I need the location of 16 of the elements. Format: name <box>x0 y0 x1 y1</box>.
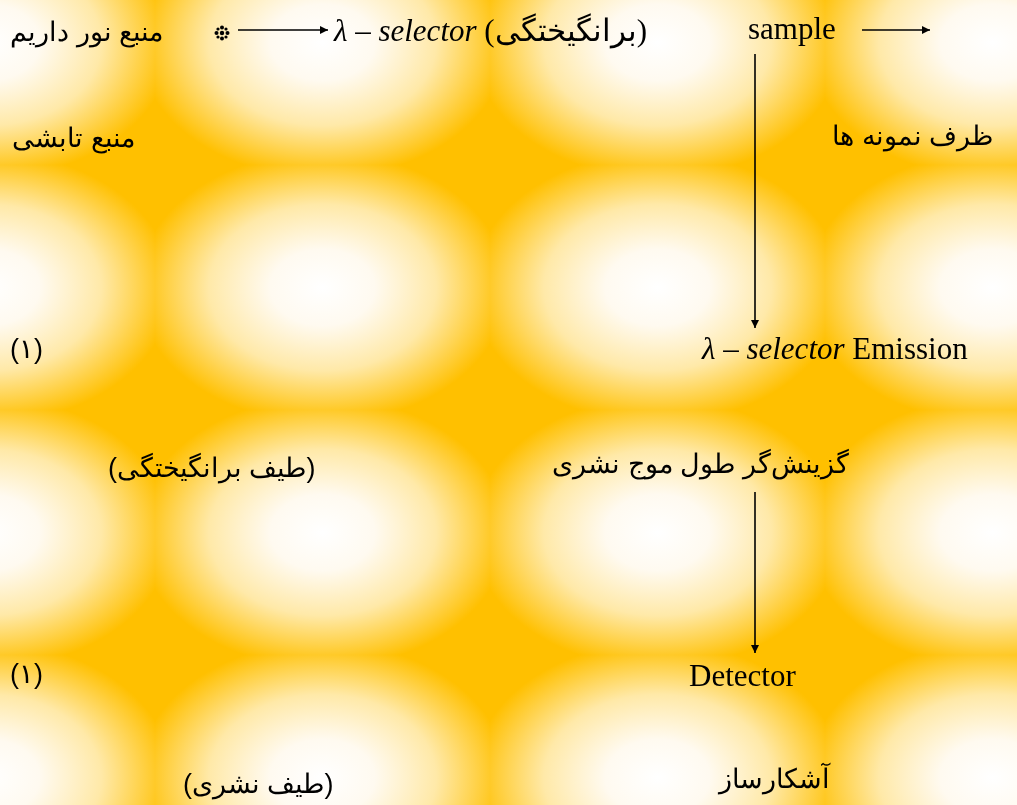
note-text: (۱) <box>10 333 43 366</box>
node-label: Detector <box>689 657 796 695</box>
node-label: sample <box>748 10 836 48</box>
arrow <box>237 26 329 34</box>
node-label: λ – selector Emission <box>702 330 968 368</box>
arrow <box>861 26 931 34</box>
node-label: منبع نور داریم <box>10 16 163 49</box>
node-caption: آشکارساز <box>719 763 830 796</box>
note-text: (طیف برانگیختگی) <box>108 452 316 485</box>
node-caption: گزینش‌گر طول موج نشری <box>552 448 849 481</box>
node-caption: منبع تابشی <box>12 122 135 155</box>
arrow <box>751 53 759 329</box>
note-text: (طیف نشری) <box>183 768 334 801</box>
arrow <box>751 491 759 654</box>
note-text: (۱) <box>10 658 43 691</box>
node-caption: ظرف نمونه ها <box>832 120 993 153</box>
